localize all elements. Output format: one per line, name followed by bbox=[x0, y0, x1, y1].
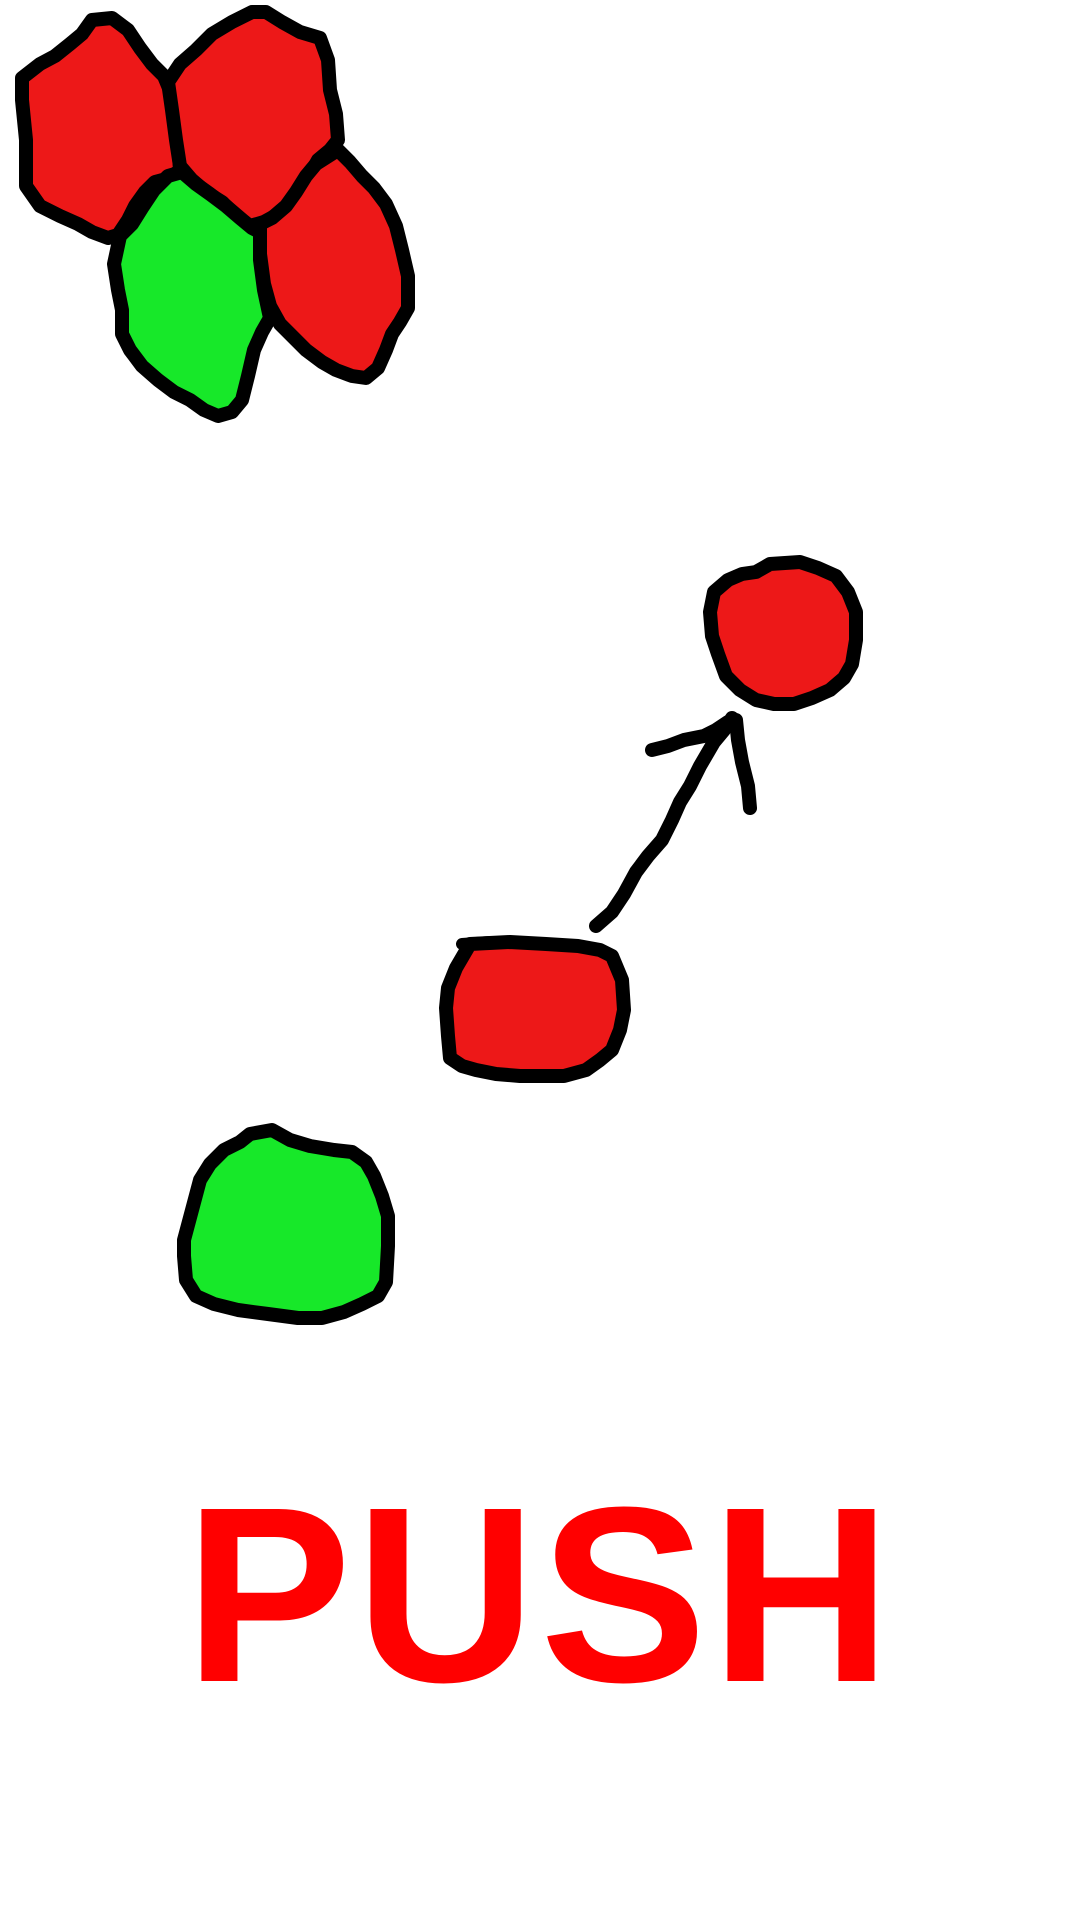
arrow-head bbox=[645, 713, 757, 815]
arrow-shaft bbox=[589, 711, 739, 933]
cluster-blob-red-right bbox=[253, 143, 415, 385]
blob-red-middle-tail bbox=[456, 936, 496, 950]
blob-red-top bbox=[703, 555, 863, 711]
push-title: PUSH bbox=[184, 1455, 896, 1734]
arrow-up-right-icon bbox=[589, 711, 757, 933]
cluster-blob-green bbox=[107, 165, 277, 423]
blob-green-bottom bbox=[177, 1123, 395, 1325]
blob-red-middle bbox=[439, 935, 631, 1083]
